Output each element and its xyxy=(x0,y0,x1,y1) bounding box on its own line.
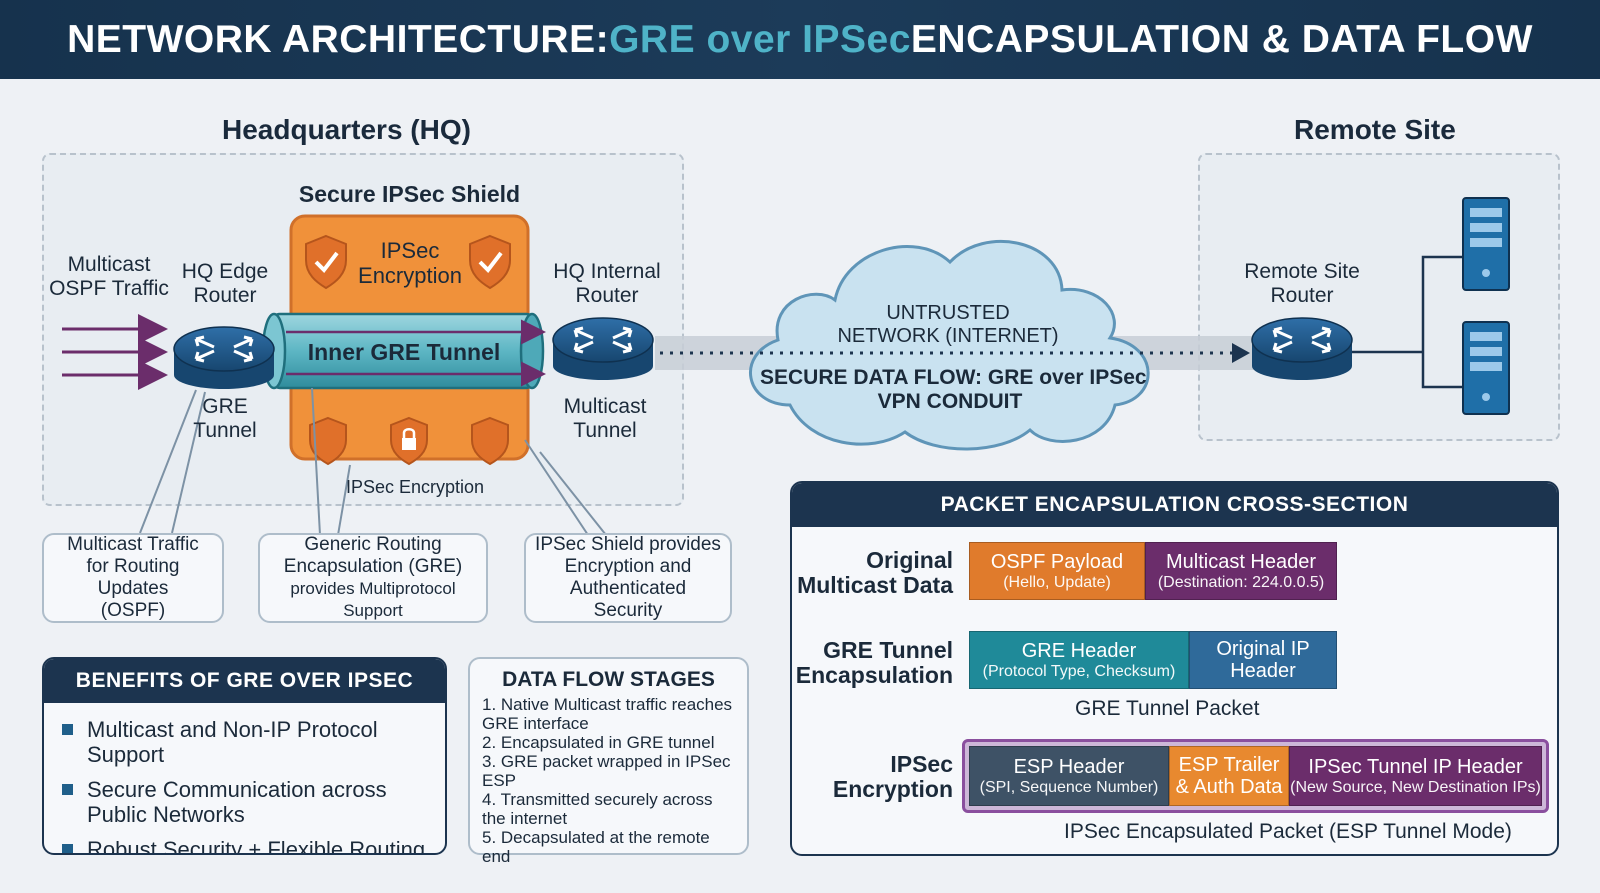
benefit-item: Secure Communication across Public Netwo… xyxy=(62,777,429,827)
server-icon xyxy=(1462,197,1510,291)
hq-title: Headquarters (HQ) xyxy=(222,114,471,145)
router-icon xyxy=(173,326,275,389)
shield-icon xyxy=(471,416,509,466)
shield-check-icon xyxy=(305,234,347,290)
stage-item: 3. GRE packet wrapped in IPSec ESP xyxy=(482,752,731,790)
remote-title: Remote Site xyxy=(1294,114,1456,145)
benefit-item: Robust Security + Flexible Routing xyxy=(62,837,429,853)
gre-header-block: GRE Header(Protocol Type, Checksum) xyxy=(969,631,1189,689)
stage-item: 1. Native Multicast traffic reaches GRE … xyxy=(482,695,733,733)
stage-item: 4. Transmitted securely across the inter… xyxy=(482,790,713,828)
shield-bottom-label: IPSec Encryption xyxy=(345,477,485,497)
ospf-payload-block: OSPF Payload(Hello, Update) xyxy=(969,542,1145,600)
stage-item: 5. Decapsulated at the remote end xyxy=(482,828,710,866)
benefit-item: Multicast and Non-IP Protocol Support xyxy=(62,717,429,767)
shield-icon xyxy=(309,416,347,466)
title-accent: GRE over IPSec xyxy=(609,17,911,61)
title-bar: NETWORK ARCHITECTURE: GRE over IPSec ENC… xyxy=(0,0,1600,79)
shield-title: Secure IPSec Shield xyxy=(298,181,521,207)
title-right: ENCAPSULATION & DATA FLOW xyxy=(910,17,1533,61)
title-left: NETWORK ARCHITECTURE: xyxy=(67,17,610,61)
router-icon xyxy=(1251,317,1353,380)
ipsec-packet-label: IPSec Encapsulated Packet (ESP Tunnel Mo… xyxy=(1064,820,1512,843)
stage-item: 2. Encapsulated in GRE tunnel xyxy=(482,733,715,752)
esp-header-block: ESP Header(SPI, Sequence Number) xyxy=(969,746,1169,806)
shield-lock-icon xyxy=(390,416,428,466)
esp-trailer-block: ESP Trailer& Auth Data xyxy=(1169,746,1289,806)
multicast-header-block: Multicast Header(Destination: 224.0.0.5) xyxy=(1145,542,1337,600)
gre-packet-label: GRE Tunnel Packet xyxy=(1075,697,1260,720)
packet-title: PACKET ENCAPSULATION CROSS-SECTION xyxy=(792,483,1557,527)
shield-check-icon xyxy=(469,234,511,290)
ipsec-ip-header-block: IPSec Tunnel IP Header(New Source, New D… xyxy=(1289,746,1542,806)
router-icon xyxy=(552,317,654,380)
benefits-title: BENEFITS OF GRE OVER IPSEC xyxy=(44,659,445,703)
stages-title: DATA FLOW STAGES xyxy=(502,668,715,691)
cloud-icon xyxy=(749,239,1150,451)
benefits-panel: BENEFITS OF GRE OVER IPSEC Multicast and… xyxy=(42,657,447,855)
stages-panel: DATA FLOW STAGES 1. Native Multicast tra… xyxy=(468,657,749,866)
inner-gre-tunnel-label: Inner GRE Tunnel xyxy=(307,339,501,365)
server-icon xyxy=(1462,321,1510,415)
